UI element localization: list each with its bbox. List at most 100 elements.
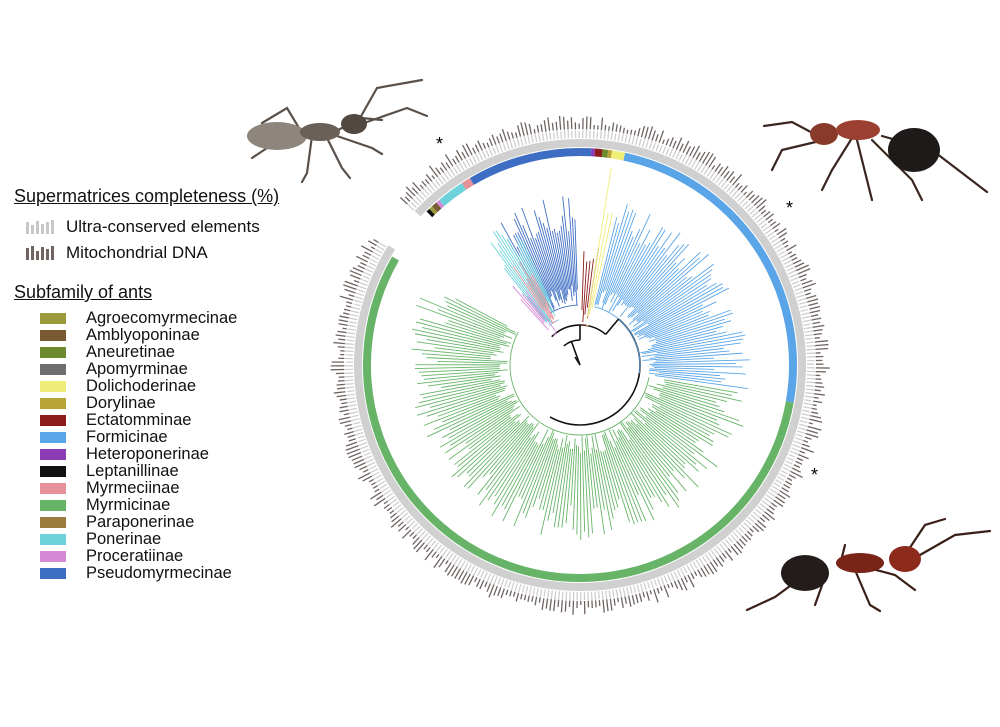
- uce-bar: [783, 260, 792, 266]
- uce-bar: [779, 252, 790, 259]
- mtdna-bar: [510, 132, 514, 139]
- tree-branch: [618, 429, 663, 503]
- tree-branch: [653, 388, 725, 413]
- tree-branch: [445, 408, 514, 454]
- uce-bar: [767, 491, 778, 499]
- uce-bar: [350, 310, 360, 314]
- uce-bar: [357, 289, 366, 293]
- mtdna-bar: [721, 552, 727, 559]
- tree-branch: [565, 448, 574, 523]
- tree-branch: [648, 385, 720, 408]
- uce-bar: [703, 166, 710, 176]
- uce-bar: [804, 399, 812, 402]
- tree-branch: [444, 296, 516, 333]
- mtdna-bar: [655, 134, 659, 142]
- mtdna-bar: [673, 581, 679, 589]
- uce-bar: [556, 129, 559, 140]
- uce-bar: [404, 515, 411, 522]
- mtdna-bar: [687, 574, 695, 588]
- uce-bar: [411, 523, 418, 530]
- tree-branch: [591, 435, 605, 510]
- tree-branch: [591, 213, 613, 309]
- tree-branch: [594, 433, 614, 519]
- tree-branch: [512, 285, 545, 324]
- mtdna-bar: [807, 425, 822, 431]
- mtdna-bar: [667, 583, 670, 589]
- uce-bar: [769, 488, 778, 495]
- marker-asterisk: *: [786, 198, 793, 218]
- mtdna-bar: [348, 438, 357, 442]
- mtdna-bar: [756, 199, 767, 209]
- uce-bar: [466, 563, 472, 574]
- uce-bar: [406, 203, 415, 211]
- uce-bar: [528, 586, 532, 596]
- tree-branch: [633, 262, 677, 308]
- uce-bar: [425, 185, 433, 194]
- mtdna-bar: [808, 302, 819, 307]
- uce-bar: [701, 555, 707, 564]
- uce-bar: [777, 476, 785, 482]
- uce-bar: [469, 157, 474, 166]
- subfamily-color-swatch: [40, 381, 66, 392]
- tree-branch: [632, 269, 713, 328]
- subfamily-label: Amblyoponinae: [86, 326, 200, 344]
- tree-branch: [421, 369, 508, 377]
- uce-bar: [545, 130, 548, 141]
- ant-photo-red-black: [762, 120, 989, 202]
- tree-branch: [451, 421, 516, 478]
- tree-branch: [426, 357, 508, 362]
- uce-bar: [806, 381, 816, 384]
- mtdna-bar: [772, 222, 781, 230]
- mtdna-bar: [482, 142, 487, 149]
- tree-branch: [630, 251, 701, 318]
- mtdna-bar: [792, 467, 801, 473]
- uce-bar: [614, 133, 617, 141]
- uce-bar: [432, 542, 440, 551]
- mtdna-bar: [809, 418, 823, 423]
- uce-bar: [518, 583, 522, 593]
- uce-bar: [486, 573, 492, 583]
- tree-branch: [561, 215, 573, 301]
- tree-branch: [633, 418, 685, 469]
- uce-bar: [806, 344, 817, 348]
- uce-bar: [621, 131, 625, 142]
- tree-branch: [417, 374, 496, 385]
- tree-branch: [597, 204, 628, 306]
- tree-branch: [612, 429, 654, 510]
- uce-bar: [788, 453, 796, 458]
- mtdna-bar: [398, 523, 407, 532]
- tree-branch: [439, 400, 519, 448]
- mtdna-bar: [782, 240, 789, 245]
- uce-bar: [552, 132, 555, 140]
- mtdna-bar: [411, 187, 419, 194]
- uce-bar: [492, 576, 498, 587]
- tree-branch: [633, 411, 697, 465]
- mtdna-bar: [761, 514, 770, 521]
- mtdna-bar: [806, 294, 817, 299]
- uce-bar: [412, 198, 420, 206]
- tree-branch: [561, 449, 572, 528]
- tree-branch: [637, 257, 700, 314]
- tree-branch: [571, 217, 578, 306]
- legend-item-subfamily: Heteroponerinae: [40, 446, 344, 463]
- mtdna-bar: [783, 483, 791, 489]
- uce-bar: [380, 486, 390, 494]
- mtdna-bar: [703, 565, 710, 575]
- mtdna-bar: [344, 280, 358, 287]
- uce-bar: [516, 136, 520, 147]
- tree-branch: [649, 369, 720, 377]
- uce-bar: [434, 179, 441, 187]
- tree-branch: [426, 339, 504, 353]
- mtdna-bar: [642, 592, 646, 598]
- mtdna-bar: [800, 447, 814, 453]
- uce-bar: [530, 132, 534, 144]
- mtdna-bar: [720, 165, 729, 177]
- tree-branch: [527, 283, 553, 323]
- uce-bar: [376, 245, 385, 251]
- tree-branch: [649, 372, 722, 383]
- uce-bar: [415, 528, 424, 537]
- mtdna-bar: [799, 450, 806, 454]
- mtdna-bar: [524, 122, 529, 136]
- mtdna-bar: [362, 475, 373, 482]
- tree-branch: [643, 301, 717, 336]
